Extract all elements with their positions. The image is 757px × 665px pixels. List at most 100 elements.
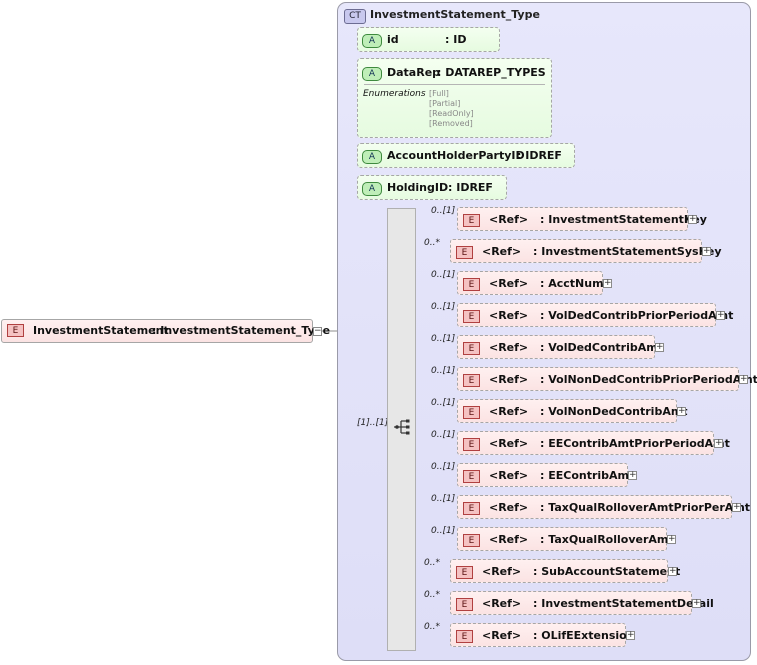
element-cardinality: 0..* (424, 238, 440, 248)
element-name: : AcctNum (540, 277, 604, 290)
expand-icon[interactable]: + (668, 566, 677, 576)
root-element-box[interactable]: E InvestmentStatement : InvestmentStatem… (1, 319, 330, 343)
element-name: : InvestmentStatementKey (540, 213, 707, 226)
child-element-box[interactable]: E<Ref>: SubAccountStatement (450, 559, 680, 583)
element-cardinality: 0..* (424, 622, 440, 632)
element-cardinality: 0..[1] (431, 526, 456, 536)
attribute-accountholderpartyid[interactable]: A AccountHolderPartyID : IDREF (357, 143, 575, 168)
child-element-box[interactable]: E<Ref>: AcctNum (457, 271, 604, 295)
child-element-box[interactable]: E <Ref> : VolDedContribPriorPeriodAmt (457, 303, 733, 327)
attribute-id[interactable]: A id : ID (357, 27, 500, 52)
expand-icon[interactable]: + (739, 374, 748, 384)
element-badge-icon: E (463, 310, 480, 323)
child-element-box[interactable]: E <Ref> : VolNonDedContribAmt (457, 399, 688, 423)
element-badge-icon: E (456, 598, 473, 611)
child-element-box[interactable]: E <Ref> : EEContribAmt (457, 463, 634, 487)
child-element-box[interactable]: E <Ref> : InvestmentStatementDetail (450, 591, 714, 615)
child-element-box[interactable]: E <Ref> : InvestmentStatementKey (457, 207, 707, 231)
expand-icon[interactable]: + (732, 502, 741, 512)
element-name: : VolDedContribPriorPeriodAmt (540, 309, 734, 322)
expand-icon[interactable]: + (603, 278, 612, 288)
element-name: : EEContribAmt (540, 469, 635, 482)
element-ref-label: <Ref> (489, 405, 529, 418)
enum-label: Enumerations (363, 89, 426, 99)
expand-icon[interactable]: + (702, 246, 711, 256)
attribute-type: : DATAREP_TYPES (437, 66, 546, 79)
expand-icon[interactable]: + (716, 310, 725, 320)
element-ref-label: <Ref> (489, 341, 529, 354)
element-badge-icon: E (463, 374, 480, 387)
attribute-datarep[interactable]: A DataRep : DATAREP_TYPES Enumerations [… (357, 58, 552, 138)
attribute-holdingid[interactable]: A HoldingID : IDREF (357, 175, 507, 200)
element-ref-label: <Ref> (482, 629, 522, 642)
attribute-badge-icon: A (362, 67, 382, 81)
child-element-box[interactable]: E<Ref>: TaxQualRolloverAmt (457, 527, 674, 551)
element-cardinality: 0..[1] (431, 366, 456, 376)
expand-icon[interactable]: + (655, 342, 664, 352)
element-name: : VolDedContribAmt (540, 341, 663, 354)
child-element-box[interactable]: E<Ref>: TaxQualRolloverAmtPriorPerAmt (457, 495, 750, 519)
element-ref-label: <Ref> (482, 245, 522, 258)
complex-type-badge-icon: CT (344, 9, 366, 24)
element-badge-icon: E (463, 534, 480, 547)
element-name: : VolNonDedContribAmt (540, 405, 688, 418)
element-badge-icon: E (463, 278, 480, 291)
element-ref-label: <Ref> (489, 309, 529, 322)
collapse-icon[interactable]: − (313, 326, 322, 336)
expand-icon[interactable]: + (692, 598, 701, 608)
enum-value: [ReadOnly] (429, 109, 474, 118)
element-ref-label: <Ref> (489, 469, 529, 482)
element-ref-label: <Ref> (482, 597, 522, 610)
element-name: : InvestmentStatementDetail (533, 597, 714, 610)
element-ref-label: <Ref> (482, 565, 522, 578)
element-cardinality: 0..[1] (431, 398, 456, 408)
element-ref-label: <Ref> (489, 373, 529, 386)
expand-icon[interactable]: + (626, 630, 635, 640)
element-cardinality: 0..* (424, 558, 440, 568)
element-cardinality: 0..[1] (431, 206, 456, 216)
complex-type-title: InvestmentStatement_Type (370, 8, 540, 21)
element-name: : InvestmentStatementSysKey (533, 245, 722, 258)
sequence-icon[interactable] (393, 418, 413, 436)
expand-icon[interactable]: + (688, 214, 697, 224)
attribute-type: : IDREF (517, 149, 562, 162)
element-cardinality: 0..[1] (431, 494, 456, 504)
element-cardinality: 0..[1] (431, 462, 456, 472)
child-element-box[interactable]: E <Ref> : OLifEExtension (450, 623, 635, 647)
enum-value: [Full] (429, 89, 449, 98)
element-ref-label: <Ref> (489, 501, 529, 514)
element-cardinality: 0..[1] (431, 334, 456, 344)
element-name: : OLifEExtension (533, 629, 635, 642)
element-badge-icon: E (456, 246, 473, 259)
element-name: : VolNonDedContribPriorPeriodAmt (540, 373, 757, 386)
expand-icon[interactable]: + (677, 406, 686, 416)
expand-icon[interactable]: + (667, 534, 676, 544)
element-badge-icon: E (456, 630, 473, 643)
element-badge-icon: E (463, 342, 480, 355)
attribute-badge-icon: A (362, 150, 382, 164)
sequence-cardinality: [1]..[1] (357, 418, 389, 428)
attribute-type: : ID (445, 33, 467, 46)
enum-value: [Removed] (429, 119, 473, 128)
element-badge-icon: E (7, 324, 24, 337)
element-cardinality: 0..[1] (431, 302, 456, 312)
element-name: : SubAccountStatement (533, 565, 681, 578)
root-element-name: InvestmentStatement (33, 324, 169, 337)
child-element-box[interactable]: E <Ref> : InvestmentStatementSysKey (450, 239, 722, 263)
expand-icon[interactable]: + (628, 470, 637, 480)
child-element-box[interactable]: E <Ref> : VolDedContribAmt (457, 335, 663, 359)
attribute-name: DataRep (387, 66, 441, 79)
expand-icon[interactable]: + (714, 438, 723, 448)
attribute-badge-icon: A (362, 34, 382, 48)
element-badge-icon: E (463, 470, 480, 483)
element-ref-label: <Ref> (489, 213, 529, 226)
element-cardinality: 0..* (424, 590, 440, 600)
element-badge-icon: E (463, 214, 480, 227)
child-element-box[interactable]: E<Ref>: EEContribAmtPriorPeriodAmt (457, 431, 730, 455)
element-cardinality: 0..[1] (431, 430, 456, 440)
child-element-box[interactable]: E <Ref> : VolNonDedContribPriorPeriodAmt (457, 367, 757, 391)
attribute-name: id (387, 33, 399, 46)
root-element-type: : InvestmentStatement_Type (152, 324, 331, 337)
element-name: : TaxQualRolloverAmt (540, 533, 674, 546)
element-badge-icon: E (463, 406, 480, 419)
